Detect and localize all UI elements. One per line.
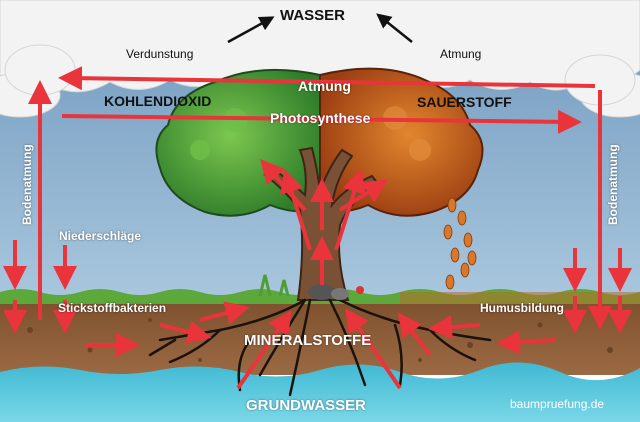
watermark: baumpruefung.de xyxy=(510,397,605,411)
photosynthese-label: Photosynthese xyxy=(270,110,371,126)
verdunstung-arrow xyxy=(227,16,275,44)
soil-pebbles xyxy=(27,318,613,362)
falling-leaves xyxy=(443,197,477,290)
mineralstoffe-label: MINERALSTOFFE xyxy=(244,332,372,349)
tree-base-details xyxy=(258,274,364,300)
bodenatmung-right-label: Bodenatmung xyxy=(606,144,620,225)
groundwater xyxy=(0,362,640,422)
humusbildung-label: Humusbildung xyxy=(480,301,564,315)
kohlendioxid-label: KOHLENDIOXID xyxy=(104,93,212,109)
atmung-arrow xyxy=(58,66,596,91)
atmung-top-right-label: Atmung xyxy=(440,47,482,61)
niederschlaege-label: Niederschläge xyxy=(59,229,142,243)
diagram-title: WASSER xyxy=(280,7,346,24)
grundwasser-label: GRUNDWASSER xyxy=(246,397,367,414)
stickstoffbakterien-label: Stickstoffbakterien xyxy=(58,301,167,315)
soil xyxy=(0,295,640,375)
evaporation-arrows xyxy=(227,13,413,44)
atmung-top-arrow xyxy=(376,13,413,43)
photosynthese-arrow xyxy=(61,109,582,134)
verdunstung-label: Verdunstung xyxy=(126,47,194,61)
process-arrows xyxy=(3,66,632,390)
sauerstoff-label: SAUERSTOFF xyxy=(417,94,512,110)
atmung-center-label: Atmung xyxy=(298,78,351,94)
bodenatmung-left-label: Bodenatmung xyxy=(20,144,34,225)
